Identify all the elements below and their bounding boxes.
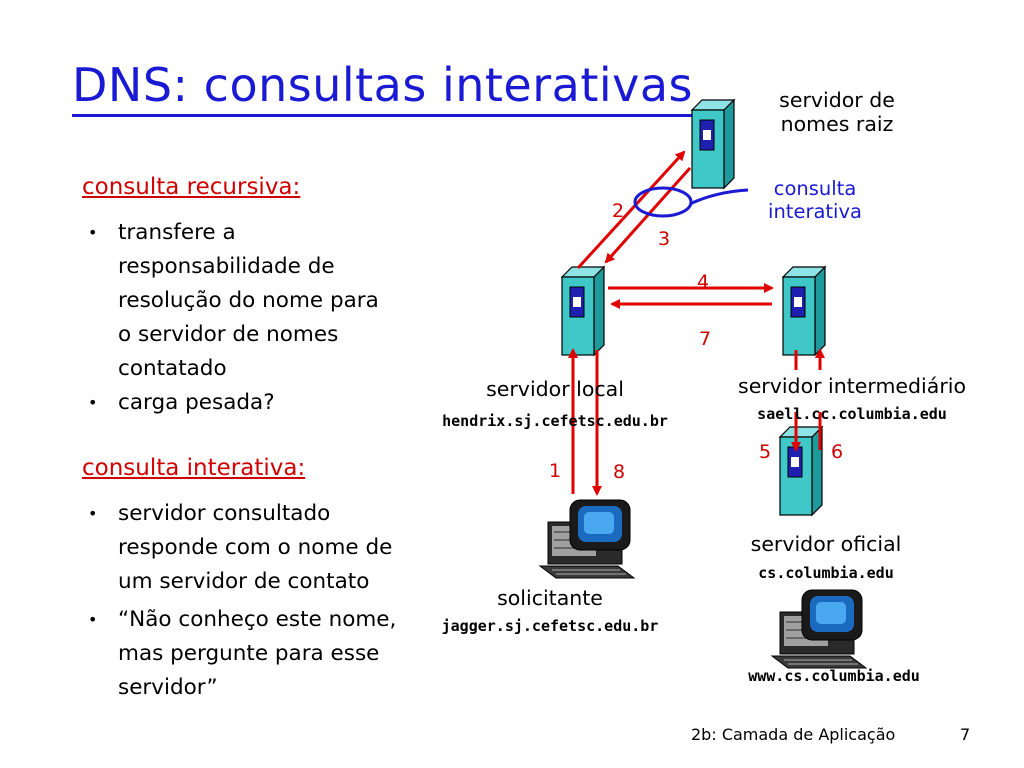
recursive-heading: consulta recursiva: (82, 174, 301, 200)
authoritative-server-host: cs.columbia.edu (758, 564, 894, 582)
bullet-icon: • (88, 223, 98, 242)
bullet-icon: • (88, 504, 98, 523)
callout-ellipse (633, 186, 693, 218)
intermediate-server-icon (782, 266, 826, 356)
list-item: •transfere a responsabilidade de resoluç… (82, 216, 392, 386)
step-number: 2 (612, 200, 625, 222)
root-server-icon (691, 99, 735, 189)
target-host-label: www.cs.columbia.edu (748, 667, 920, 685)
title-underline (72, 114, 718, 117)
footer-text: 2b: Camada de Aplicação (691, 725, 896, 744)
bullet-icon: • (88, 393, 98, 412)
requester-computer-icon (539, 499, 635, 579)
target-computer-icon (771, 589, 867, 669)
intermediate-server-label: servidor intermediário (738, 374, 966, 398)
iterative-bullet-list: •servidor consultado responde com o nome… (82, 497, 402, 705)
list-item: •“Não conheço este nome, mas pergunte pa… (82, 603, 402, 705)
page-number: 7 (960, 725, 971, 744)
arrow-2 (576, 150, 686, 270)
local-server-host: hendrix.sj.cefetsc.edu.br (442, 412, 668, 430)
authoritative-server-icon (779, 426, 823, 516)
step-number: 3 (658, 228, 671, 250)
step-number: 4 (697, 271, 710, 293)
iterative-heading: consulta interativa: (82, 455, 306, 481)
requester-host: jagger.sj.cefetsc.edu.br (441, 617, 659, 635)
step-number: 7 (699, 328, 712, 350)
list-item: •carga pesada? (82, 386, 392, 420)
step-number: 8 (613, 461, 626, 483)
recursive-bullet-list: •transfere a responsabilidade de resoluç… (82, 216, 392, 420)
step-number: 6 (831, 441, 844, 463)
page-title: DNS: consultas interativas (72, 58, 694, 112)
authoritative-server-label: servidor oficial (750, 532, 902, 556)
callout-connector (689, 188, 749, 206)
step-number: 1 (549, 460, 562, 482)
step-number: 5 (759, 441, 772, 463)
intermediate-server-host: saell.cc.columbia.edu (757, 405, 947, 423)
list-item: •servidor consultado responde com o nome… (82, 497, 402, 599)
bullet-icon: • (88, 610, 98, 629)
local-server-icon (561, 266, 605, 356)
local-server-label: servidor local (486, 377, 624, 401)
root-server-label: servidor de nomes raiz (779, 88, 895, 136)
requester-label: solicitante (497, 586, 603, 610)
callout-label: consulta interativa (768, 177, 862, 223)
